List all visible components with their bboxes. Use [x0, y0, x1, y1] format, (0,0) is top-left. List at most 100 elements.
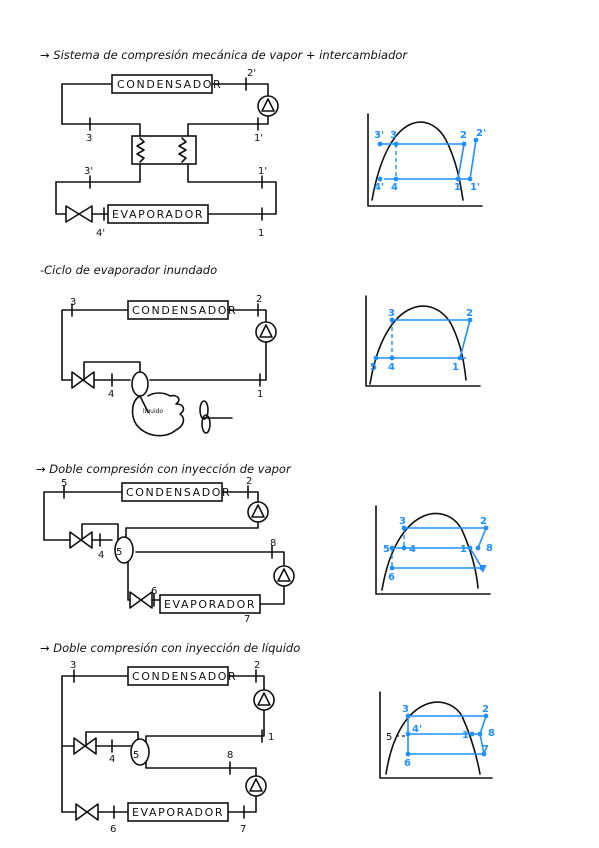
ph-label-5: 5 — [383, 544, 390, 555]
section-4: → Doble compresión con inyección de líqu… — [40, 641, 495, 835]
condenser-box — [111, 74, 213, 94]
compressor-low-icon — [273, 565, 295, 587]
separator-label: líquido — [143, 408, 163, 415]
label-2: 2 — [254, 660, 260, 671]
ph-label-1: 1 — [462, 730, 469, 741]
section-1-title: → Sistema de compresión mecánica de vapo… — [40, 48, 408, 62]
section-3-title: → Doble compresión con inyección de vapo… — [36, 462, 292, 476]
condenser-box — [121, 482, 223, 502]
condenser-box — [127, 300, 229, 320]
label-2: 2 — [256, 294, 262, 305]
expansion-valve-low-icon — [75, 803, 99, 821]
label-7: 7 — [240, 824, 246, 835]
section-1-ph-diagram: 3' 3 2 2' 4' 4 1 1' — [367, 113, 486, 207]
compressor-icon — [257, 95, 279, 117]
evaporator-label: EVAPORADOR — [164, 598, 256, 611]
flash-tank — [130, 738, 150, 766]
compressor-high-icon — [253, 689, 275, 711]
ph-label-2: 2 — [480, 516, 487, 527]
label-1p-top: 1' — [254, 133, 263, 144]
ph-label-6: 6 — [388, 572, 395, 583]
compressor-icon — [255, 321, 277, 343]
ph-label-2: 2 — [460, 130, 467, 141]
ph-label-8: 8 — [486, 543, 493, 554]
label-8: 8 — [270, 538, 276, 549]
ph-label-4p: 4' — [412, 724, 422, 735]
evaporator-box — [107, 204, 209, 224]
label-2: 2 — [246, 476, 252, 487]
ph-label-7: 7 — [482, 744, 489, 755]
label-3: 3 — [70, 297, 76, 308]
evaporator-box — [127, 802, 229, 822]
flash-tank — [114, 536, 134, 564]
label-5-tank: 5 — [133, 750, 139, 761]
section-4-circuit: CONDENSADOR EVAPORADOR 3 2 1 4 5 8 6 7 — [61, 660, 275, 835]
expansion-valve-icon — [71, 371, 95, 389]
condenser-label: CONDENSADOR — [132, 670, 237, 683]
ph-label-3: 3 — [399, 516, 406, 527]
condenser-box — [127, 666, 229, 686]
condenser-label: CONDENSADOR — [126, 486, 231, 499]
expansion-valve-high-icon — [69, 531, 93, 549]
condenser-label: CONDENSADOR — [132, 304, 237, 317]
section-3-ph-diagram: 3 2 5 4 1 8 6 7 — [375, 505, 493, 595]
label-8: 8 — [227, 750, 233, 761]
section-4-title: → Doble compresión con inyección de líqu… — [40, 641, 300, 655]
ph-label-7: 7 — [480, 564, 487, 575]
label-5: 5 — [61, 478, 67, 489]
ph-label-4: 4 — [391, 182, 398, 193]
ph-label-4: 4 — [388, 362, 395, 373]
label-4: 4 — [109, 754, 115, 765]
section-1-circuit: CONDENSADOR EVAPORADOR 2' 1' 3 3' 1' 4' … — [55, 68, 279, 239]
label-3: 3 — [70, 660, 76, 671]
label-1p: 1' — [258, 166, 267, 177]
ph-label-1: 1 — [460, 544, 467, 555]
ph-label-4: 4 — [409, 544, 416, 555]
section-2-circuit: CONDENSADOR líquido 3 2 4 1 — [61, 294, 277, 437]
compressor-high-icon — [247, 501, 269, 523]
label-4p: 4' — [96, 228, 105, 239]
label-3p: 3' — [84, 166, 93, 177]
condenser-label: CONDENSADOR — [117, 78, 222, 91]
ph-label-1p: 1' — [470, 182, 480, 193]
section-4-ph-diagram: 3 2 5 4' 1 8 6 7 — [379, 691, 495, 779]
ph-label-1: 1 — [454, 182, 461, 193]
ph-label-3p: 3' — [374, 130, 384, 141]
ph-label-5: 5 — [370, 362, 377, 373]
label-1: 1 — [257, 389, 263, 400]
evaporator-label: EVAPORADOR — [132, 806, 224, 819]
section-2-ph-diagram: 3 2 5 4 1 — [365, 295, 481, 387]
ph-label-2: 2 — [482, 704, 489, 715]
section-2-title: -Ciclo de evaporador inundado — [40, 263, 217, 277]
section-1: → Sistema de compresión mecánica de vapo… — [40, 48, 486, 239]
section-2: -Ciclo de evaporador inundado CONDENSADO… — [40, 263, 481, 437]
fan-icon — [199, 400, 233, 434]
ph-label-8: 8 — [488, 728, 495, 739]
label-4: 4 — [98, 550, 104, 561]
label-6: 6 — [151, 586, 157, 597]
ph-label-3: 3 — [388, 308, 395, 319]
flooded-evaporator — [131, 392, 185, 437]
separator-tank — [131, 371, 149, 397]
ph-label-3: 3 — [390, 130, 397, 141]
expansion-valve-icon — [65, 205, 93, 223]
ph-label-2: 2 — [466, 308, 473, 319]
ph-label-1: 1 — [452, 362, 459, 373]
evaporator-label: EVAPORADOR — [112, 208, 204, 221]
compressor-low-icon — [245, 775, 267, 797]
evaporator-box — [159, 594, 261, 614]
label-1: 1 — [268, 732, 274, 743]
label-4: 4 — [108, 389, 114, 400]
label-5-tank: 5 — [116, 547, 122, 558]
section-3: → Doble compresión con inyección de vapo… — [36, 462, 493, 625]
label-6: 6 — [110, 824, 116, 835]
section-3-circuit: CONDENSADOR EVAPORADOR 5 2 4 5 8 6 7 — [43, 476, 295, 625]
label-7: 7 — [244, 614, 250, 625]
expansion-valve-high-icon — [73, 737, 97, 755]
ph-label-2p: 2' — [476, 128, 486, 139]
ph-label-5: 5 — [386, 732, 392, 743]
expansion-valve-low-icon — [129, 591, 153, 609]
label-2p: 2' — [247, 68, 256, 79]
label-1: 1 — [258, 228, 264, 239]
